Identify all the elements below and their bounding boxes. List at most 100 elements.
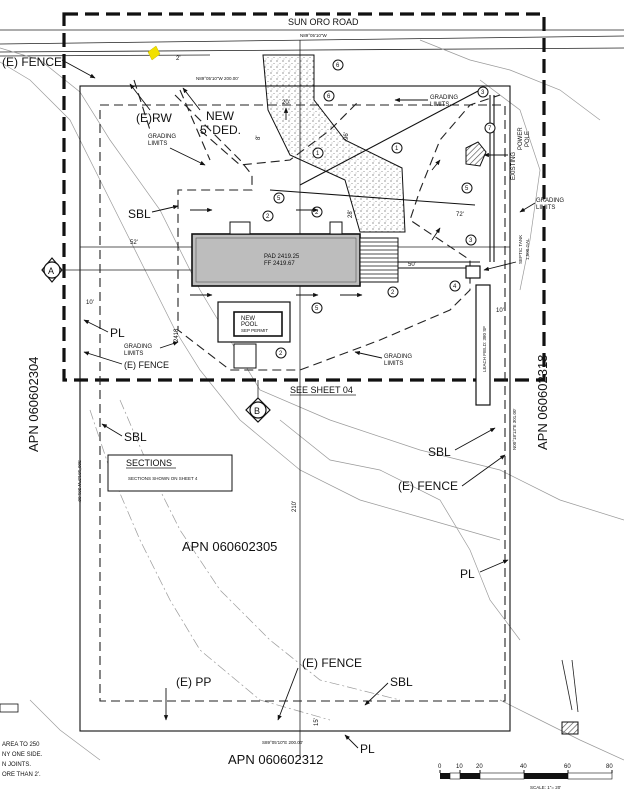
callout-2b: 2 <box>311 206 323 218</box>
sections-note: SECTIONS SHOWN ON SHEET 4 <box>128 476 198 481</box>
bearing-bottom: S89°05'10"E 200.00' <box>262 740 303 745</box>
road-label: SUN ORO ROAD <box>288 17 359 27</box>
dim-20: 20' <box>282 100 290 106</box>
grading-label-b2: LIMITS <box>430 102 449 108</box>
grading-label-b1: GRADING <box>430 95 458 101</box>
svg-text:40: 40 <box>520 764 527 770</box>
note-line-3: N JOINTS. <box>2 762 31 768</box>
contour-2418: 2418 <box>174 328 180 342</box>
see-sheet-label: SEE SHEET 04 <box>290 385 353 395</box>
callout-6a: 6 <box>332 59 344 71</box>
leach-field-label: LEACH FIELD: 380 SF <box>482 326 487 372</box>
grading-limits-outline <box>174 94 501 371</box>
svg-text:20: 20 <box>476 764 483 770</box>
sbl-label-bottom: SBL <box>390 675 413 689</box>
callout-3b: 3 <box>465 234 477 246</box>
svg-text:7: 7 <box>488 126 492 132</box>
dim-72: 72' <box>456 212 464 218</box>
svg-text:60: 60 <box>564 764 571 770</box>
e-pp-label: (E) PP <box>176 675 211 689</box>
grading-label-d2: LIMITS <box>124 351 143 357</box>
sbl-label-left: SBL <box>124 430 147 444</box>
section-marker-a[interactable]: A <box>41 257 192 283</box>
callout-3a: 3 <box>477 86 489 98</box>
bearing-top: N89°05'10"W 200.00' <box>196 76 239 81</box>
dim-15: 15' <box>314 718 320 726</box>
septic-tank <box>465 265 481 279</box>
dim-2: 2' <box>176 56 180 62</box>
callout-2a: 2 <box>262 210 274 222</box>
e-fence-left-label: (E) FENCE <box>124 360 169 370</box>
callout-7: 7 <box>484 122 496 134</box>
scale-bar: 0 10 20 40 60 80 SCALE: 1"= 20' <box>438 764 613 790</box>
callout-4: 4 <box>449 280 461 292</box>
sbl-label-right: SBL <box>428 445 451 459</box>
stairs <box>359 237 399 283</box>
scale-text: SCALE: 1"= 20' <box>530 785 561 790</box>
grading-label-d1: GRADING <box>124 344 152 350</box>
drainage-arrows <box>190 107 441 298</box>
callout-2d: 2 <box>275 347 287 359</box>
callout-2c: 2 <box>387 286 399 298</box>
svg-text:3: 3 <box>481 90 485 96</box>
pl-label-left: PL <box>110 326 125 340</box>
legend-hatch <box>561 721 579 735</box>
svg-text:2: 2 <box>391 290 395 296</box>
apn-bottom: APN 060602312 <box>228 752 323 767</box>
power-pole-label-1: EXISTING <box>511 152 517 180</box>
property-line <box>79 85 511 732</box>
callout-5c: 5 <box>311 302 323 314</box>
dim-50: 50' <box>408 262 416 268</box>
dim-210: 210' <box>292 501 298 512</box>
section-b-letter: B <box>254 406 260 416</box>
svg-text:6: 6 <box>327 94 331 100</box>
note-line-4: ORE THAN 2'. <box>2 772 41 778</box>
power-pole-label-2: POWER <box>518 127 524 150</box>
apn-center: APN 060602305 <box>182 539 277 554</box>
pool-label-1: NEW <box>241 316 255 322</box>
grading-label-c1: GRADING <box>536 198 564 204</box>
callout-6b: 6 <box>323 90 335 102</box>
pl-label-bottom: PL <box>360 742 375 756</box>
svg-text:10: 10 <box>456 764 463 770</box>
pl-label-right: PL <box>460 567 475 581</box>
dim-8: 8' <box>256 136 262 140</box>
leach-field <box>475 284 491 406</box>
apn-right: APN 060602318 <box>535 355 550 450</box>
driveway <box>262 54 406 233</box>
highlight-mark <box>147 45 161 61</box>
pool-label-3: SEP PERMIT <box>241 328 268 333</box>
sheet-boundary <box>62 12 546 382</box>
e-fence-topleft-label: (E) FENCE <box>2 55 62 69</box>
septic-label-1: SEPTIC TANK <box>518 235 523 264</box>
svg-text:2: 2 <box>279 351 283 357</box>
callouts: 1 1 2 2 2 2 3 3 4 5 5 5 6 6 7 <box>262 59 496 359</box>
svg-text:1: 1 <box>316 151 320 157</box>
house-pad <box>191 233 361 287</box>
new-ded-label-2: 5' DED. <box>200 123 241 137</box>
power-pole-pad <box>465 141 487 167</box>
dim-52: 52' <box>130 240 138 246</box>
note-line-2: NY ONE SIDE. <box>2 752 43 758</box>
pad-label-1: PAD 2419.25 <box>264 254 300 260</box>
svg-text:2: 2 <box>315 210 319 216</box>
callout-5a: 5 <box>273 192 285 204</box>
sections-note-box: SECTIONS SECTIONS SHOWN ON SHEET 4 <box>107 454 233 492</box>
svg-text:3: 3 <box>469 238 473 244</box>
erw-label: (E)RW <box>136 111 172 125</box>
section-marker-b[interactable]: B <box>245 380 271 423</box>
bearing-left: S00°18'13"W 301.00' <box>77 460 82 503</box>
equipment-pad <box>233 343 257 369</box>
sections-title: SECTIONS <box>126 458 172 468</box>
dim-10a: 10' <box>86 300 94 306</box>
svg-text:80: 80 <box>606 764 613 770</box>
apn-left: APN 060602304 <box>26 357 41 452</box>
dim-10b: 10' <box>496 308 504 314</box>
bearing-top-small: N89°05'10"W <box>300 33 328 38</box>
grading-label-c2: LIMITS <box>536 205 555 211</box>
callout-5b: 5 <box>461 182 473 194</box>
new-ded-label-1: NEW <box>206 109 235 123</box>
svg-text:5: 5 <box>465 186 469 192</box>
power-pole-label-3: POLE <box>525 131 531 147</box>
